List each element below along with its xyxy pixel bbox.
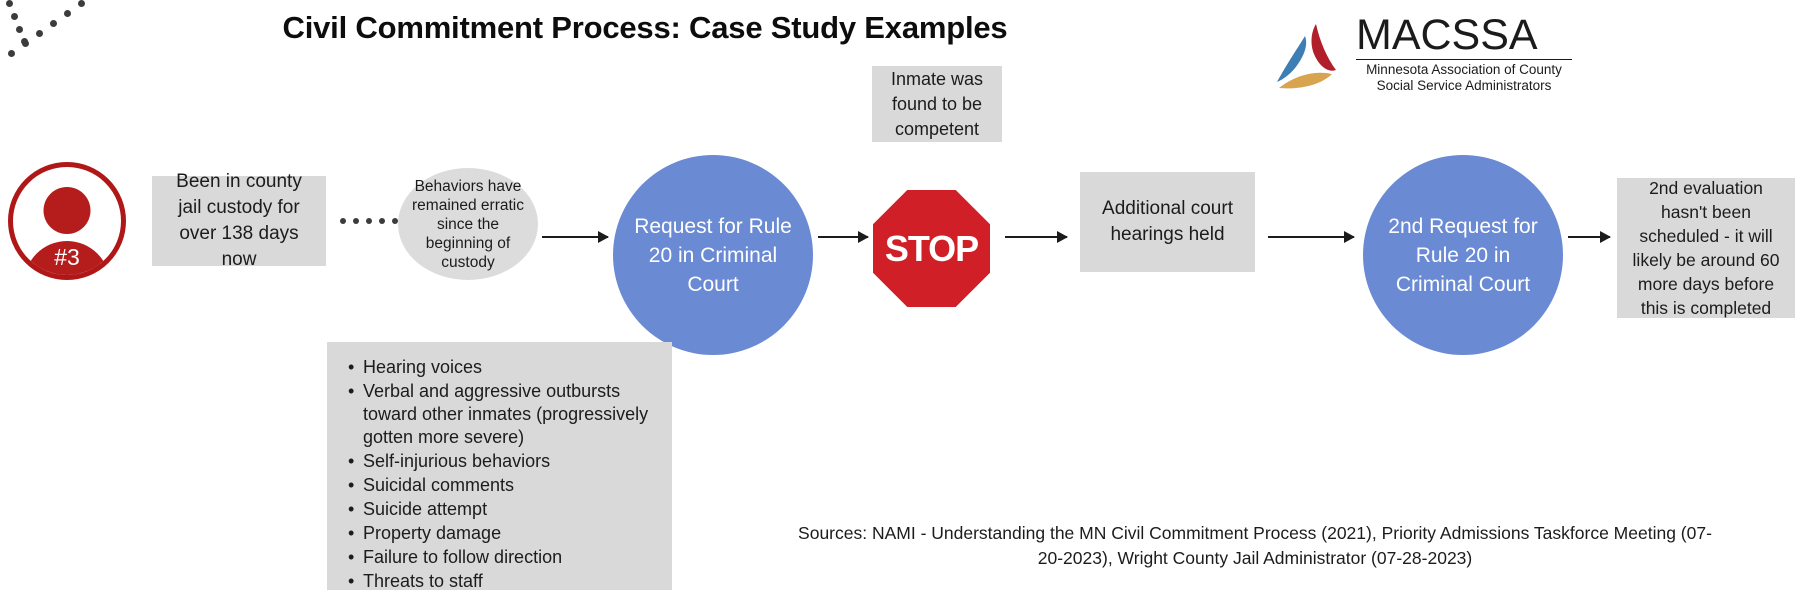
case-avatar: #3 (8, 162, 126, 280)
avatar-head-icon (43, 187, 91, 234)
behaviors-list-panel: Hearing voices Verbal and aggressive out… (327, 342, 672, 593)
node-evaluation: 2nd evaluation hasn't been scheduled - i… (1617, 178, 1795, 318)
macssa-logo-mark (1277, 24, 1336, 89)
case-number-badge: #3 (54, 244, 80, 270)
avatar-ring: #3 (8, 162, 126, 280)
list-item: Hearing voices (348, 356, 656, 379)
logo-divider (1356, 59, 1572, 60)
node-competent: Inmate was found to be competent (872, 66, 1002, 142)
list-item: Property damage (348, 522, 656, 545)
list-item: Suicide attempt (348, 498, 656, 521)
node-custody: Been in county jail custody for over 138… (152, 171, 326, 270)
node-behaviors: Behaviors have remained erratic since th… (398, 168, 538, 280)
connector-arrow-stop-hearings (1005, 236, 1067, 238)
sources-note: Sources: NAMI - Understanding the MN Civ… (798, 523, 1712, 568)
node-rule20-second-request: 2nd Request for Rule 20 in Criminal Cour… (1363, 155, 1563, 355)
connector-arrow-hearings-rule20b (1268, 236, 1354, 238)
macssa-subtitle-line1: Minnesota Association of County (1366, 62, 1562, 77)
connector-arrow-rule20b-evaluation (1568, 236, 1610, 238)
stop-sign-face (873, 190, 990, 307)
stop-sign-icon: STOP (869, 186, 994, 311)
macssa-logo-text: MACSSA Minnesota Association of County S… (1356, 12, 1572, 94)
node-rule20-request: Request for Rule 20 in Criminal Court (613, 155, 813, 355)
macssa-subtitle-line2: Social Service Administrators (1376, 78, 1552, 93)
list-item: Failure to follow direction (348, 546, 656, 569)
list-item: Suicidal comments (348, 474, 656, 497)
connector-arrow-behaviors-rule20 (542, 236, 608, 238)
macssa-logo: MACSSA Minnesota Association of County S… (1272, 12, 1572, 100)
list-item: Self-injurious behaviors (348, 450, 656, 473)
stop-sign-label: STOP (884, 227, 979, 269)
connector-dotted-custody-behaviors (340, 218, 398, 224)
list-item: Threats to staff (348, 570, 656, 593)
page-title: Civil Commitment Process: Case Study Exa… (282, 10, 1008, 45)
connector-arrow-rule20-stop (818, 236, 868, 238)
node-hearings: Additional court hearings held (1080, 172, 1255, 272)
list-item: Verbal and aggressive outbursts toward o… (348, 380, 656, 449)
macssa-wordmark: MACSSA (1356, 11, 1538, 59)
connector-dotted-rule20-behaviors-list (0, 0, 90, 104)
behaviors-list: Hearing voices Verbal and aggressive out… (343, 356, 656, 593)
